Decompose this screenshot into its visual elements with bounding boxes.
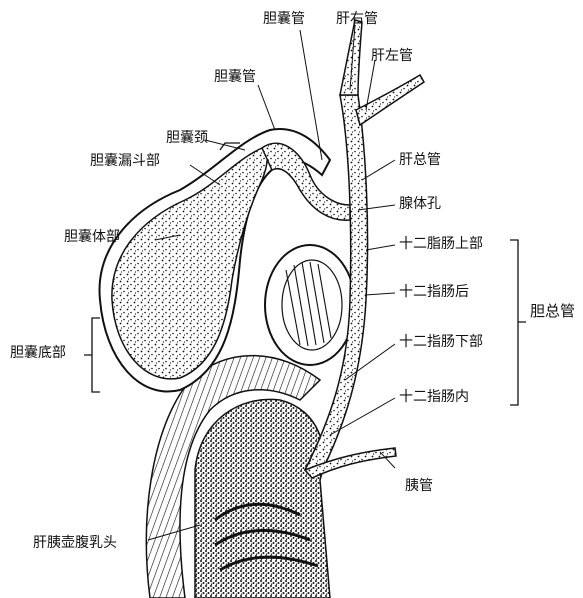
label-infraduodenal: 十二指肠下部 [399,334,483,350]
label-gallbladder-neck: 胆囊颈 [166,130,208,146]
label-cystic-duct: 胆囊管 [214,69,256,85]
label-retroduodenal: 十二指肠后 [399,284,469,300]
label-gallbladder-infundibulum: 胆囊漏斗部 [90,153,160,169]
label-common-hepatic-duct: 肝总管 [399,152,441,168]
label-intraduodenal: 十二指肠内 [399,389,469,405]
gallbladder-inner-shape [112,148,267,379]
left-hepatic-duct-shape [356,75,424,125]
label-pancreatic-duct: 胰管 [405,478,433,494]
right-hepatic-duct-shape [340,20,362,95]
duodenum-lumen-shape [195,399,330,598]
label-left-hepatic-duct: 肝左管 [371,48,413,64]
label-common-bile-duct: 胆总管 [530,302,575,320]
cbd-bracket-shape [510,240,526,405]
label-gallbladder-body: 胆囊体部 [64,229,120,245]
label-gallbladder-fundus: 胆囊底部 [10,345,66,361]
fundus-bracket-shape [84,318,100,392]
label-ampulla-papilla: 肝胰壶腹乳头 [33,535,117,551]
label-right-hepatic-duct: 肝右管 [336,11,378,27]
label-cystic-duct-top: 胆囊管 [263,11,305,27]
label-supraduodenal: 十二脂肠上部 [399,236,483,252]
label-glandular-orifice: 腺体孔 [399,196,441,212]
